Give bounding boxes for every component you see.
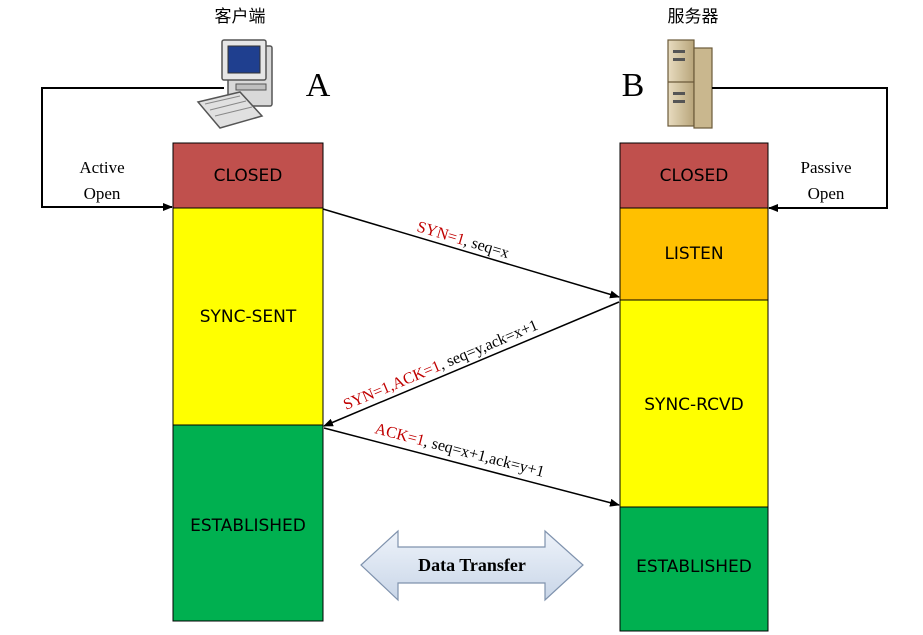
server-state-label-sync-rcvd: SYNC-RCVD (644, 395, 743, 415)
syn-ack-arrow (323, 301, 620, 427)
active-open-arrow (41, 87, 224, 211)
ack-arrow (323, 427, 620, 507)
client-state-column: CLOSED SYNC-SENT ESTABLISHED (172, 142, 324, 622)
data-transfer-arrow (360, 529, 584, 602)
passive-open-arrow (712, 87, 888, 212)
client-letter: A (306, 67, 331, 104)
active-open-line2: Open (84, 184, 121, 203)
server-state-sync-rcvd (619, 299, 769, 508)
server-letter: B (622, 67, 645, 104)
server-tower-icon (667, 39, 713, 129)
passive-open-line2: Open (808, 184, 845, 203)
client-state-label-established: ESTABLISHED (190, 516, 306, 536)
desktop-computer-icon (196, 39, 273, 129)
ack-message-label: ACK=1, seq=x+1,ack=y+1 (373, 420, 546, 480)
syn-arrow (322, 208, 620, 299)
client-state-closed (172, 142, 324, 209)
server-state-label-established: ESTABLISHED (636, 557, 752, 577)
data-transfer-label: Data Transfer (418, 555, 526, 575)
syn-ack-message-label: SYN=1,ACK=1, seq=y,ack=x+1 (341, 317, 541, 414)
server-state-column: CLOSED LISTEN SYNC-RCVD ESTABLISHED (619, 142, 769, 632)
server-title: 服务器 (668, 7, 719, 27)
active-open-line1: Active (79, 158, 124, 177)
server-state-listen (619, 207, 769, 301)
client-title: 客户端 (215, 7, 266, 27)
server-state-label-listen: LISTEN (664, 244, 723, 264)
client-state-established (172, 424, 324, 622)
client-state-sync-sent (172, 207, 324, 426)
client-state-label-closed: CLOSED (214, 166, 283, 186)
client-state-label-sync-sent: SYNC-SENT (200, 307, 297, 327)
passive-open-line1: Passive (801, 158, 852, 177)
server-state-closed (619, 142, 769, 209)
server-state-established (619, 506, 769, 632)
server-state-label-closed: CLOSED (660, 166, 729, 186)
